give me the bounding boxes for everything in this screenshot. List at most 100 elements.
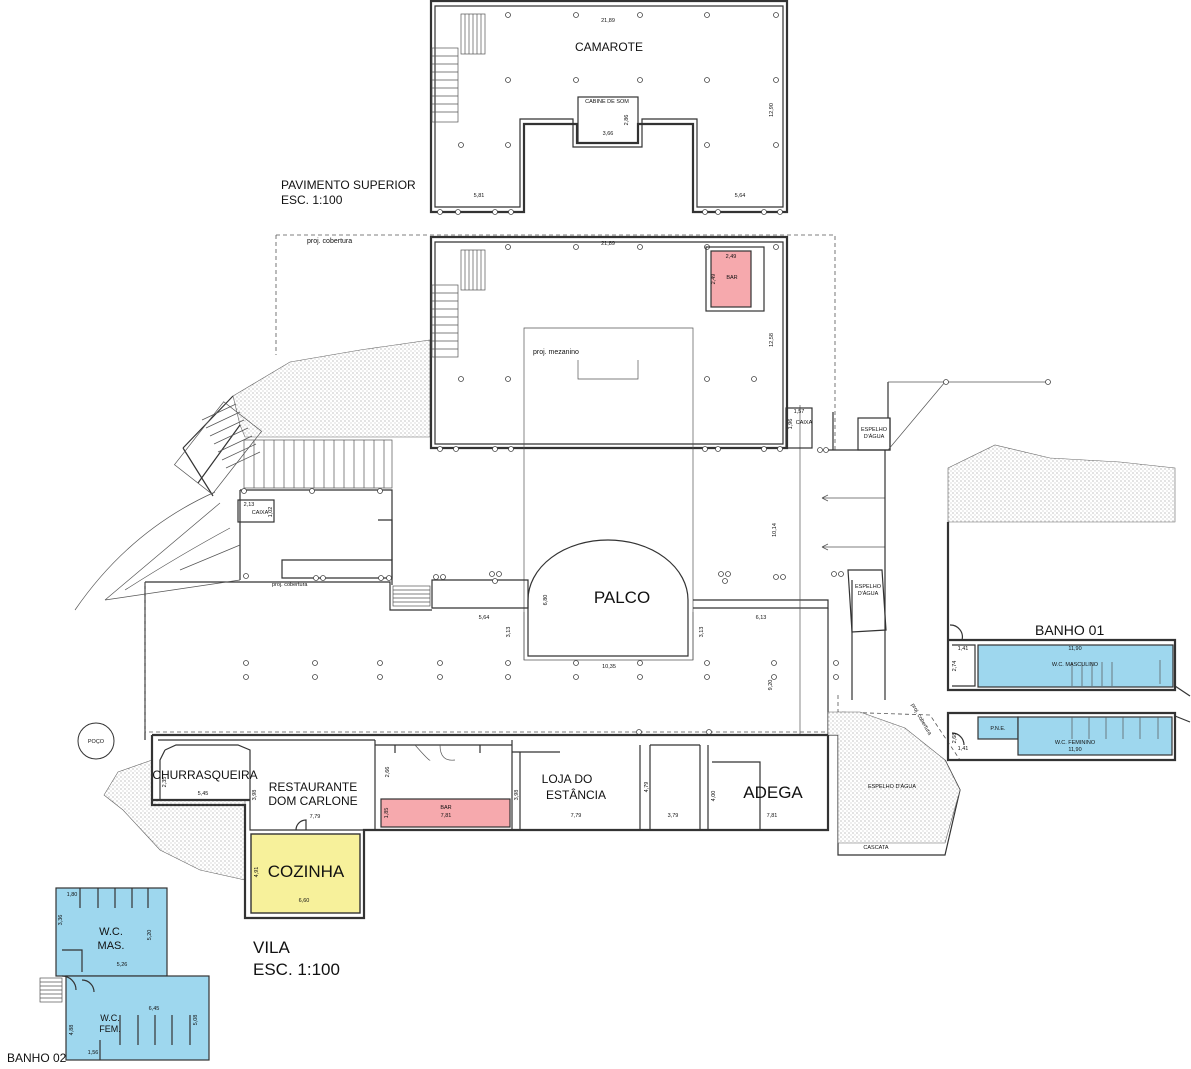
espelho1b-label: D'ÁGUA xyxy=(864,433,885,440)
dim-storage-h: 4,79 xyxy=(644,782,650,793)
cascata-label: CASCATA xyxy=(863,845,888,851)
espelho2b-label: D'ÁGUA xyxy=(858,590,879,597)
camarote-label: CAMAROTE xyxy=(575,40,643,54)
mezzanine-projection xyxy=(523,327,694,661)
terrain xyxy=(103,339,1176,881)
sound-booth xyxy=(577,96,639,144)
proj-cobertura-diag: proj. cobertura xyxy=(909,703,932,738)
entrance-stairs xyxy=(74,395,393,611)
dim-caixa-right-w: 1,57 xyxy=(794,409,805,415)
cozinha-label: COZINHA xyxy=(268,862,345,881)
restaurante-label-1: RESTAURANTE xyxy=(269,780,357,794)
dim-rest-w: 7,79 xyxy=(310,814,321,820)
dim-palco-right: 3,13 xyxy=(699,627,705,638)
dim-cabine-width: 3,66 xyxy=(603,131,614,137)
palco-label: PALCO xyxy=(594,588,650,607)
hall-columns xyxy=(241,488,844,735)
restaurante-label-2: DOM CARLONE xyxy=(268,794,357,808)
dim-fem-b: 5,08 xyxy=(193,1015,199,1026)
cabine-label: CABINE DE SOM xyxy=(585,99,629,105)
bathroom-01 xyxy=(946,522,1191,762)
dim-fem-c: 4,88 xyxy=(69,1025,75,1036)
loja-label-2: ESTÂNCIA xyxy=(546,787,606,802)
dim-caixa-right-h: 1,96 xyxy=(788,419,794,430)
dim-kitchen-w: 6,60 xyxy=(299,898,310,904)
wc-fem-label-2: FEM. xyxy=(99,1024,121,1034)
dim-upper-left: 5,81 xyxy=(474,193,485,199)
dim-mas-c: 5,20 xyxy=(147,930,153,941)
dim-bar-counter-h: 2,66 xyxy=(385,767,391,778)
ground-bar xyxy=(380,798,511,828)
dim-mezzanine-width: 21,89 xyxy=(601,241,615,247)
proj-cobertura-small: proj. cobertura xyxy=(272,582,308,588)
cashier-right xyxy=(785,407,813,449)
bar-bottom-label: BAR xyxy=(440,805,451,811)
dim-hall-depth: 10,14 xyxy=(772,523,778,537)
wc-mas-label-1: W.C. xyxy=(99,926,123,938)
bar-top-label: BAR xyxy=(726,275,737,281)
proj-cobertura-label: proj. cobertura xyxy=(307,238,352,245)
dim-mezzanine-depth: 12,58 xyxy=(769,333,775,347)
loja-label-1: LOJA DO xyxy=(542,772,593,786)
vila-title: VILA xyxy=(253,938,291,957)
dim-rest-h: 3,98 xyxy=(252,790,258,801)
dim-churras-w: 5,45 xyxy=(198,791,209,797)
dim-loja-w: 7,79 xyxy=(571,813,582,819)
churrasqueira-label: CHURRASQUEIRA xyxy=(152,768,257,782)
dim-wcf-door: 1,41 xyxy=(958,746,969,752)
wc-masculino xyxy=(977,644,1174,688)
pne-label: P.N.E. xyxy=(990,726,1006,732)
upper-floor-scale: ESC. 1:100 xyxy=(281,193,343,207)
dim-fem-a: 6,45 xyxy=(149,1006,160,1012)
upper-columns xyxy=(437,12,783,215)
espelho1-label: ESPELHO xyxy=(861,427,888,433)
banho01-title: BANHO 01 xyxy=(1035,622,1104,638)
mezzanine-bar xyxy=(710,250,752,308)
dim-adega-w: 7,81 xyxy=(767,813,778,819)
dim-mas-a: 1,80 xyxy=(67,892,78,898)
upper-floor-title: PAVIMENTO SUPERIOR xyxy=(281,178,416,192)
dim-wcm-door: 1,41 xyxy=(958,646,969,652)
dim-storage-w: 3,79 xyxy=(668,813,679,819)
water-mirror-3 xyxy=(827,711,961,844)
dim-wcm-h: 2,74 xyxy=(952,661,958,672)
wc-mas-label-2: MAS. xyxy=(98,940,125,952)
dim-adega-h: 4,00 xyxy=(711,791,717,802)
dim-bar-w: 7,81 xyxy=(441,813,452,819)
dim-caixa-left-w: 2,13 xyxy=(244,502,255,508)
dim-palco-width: 10,35 xyxy=(602,664,616,670)
adega-label: ADEGA xyxy=(743,783,803,802)
dim-bar-h: 1,85 xyxy=(384,808,390,819)
water-mirror-2 xyxy=(847,569,887,633)
cashier-left xyxy=(237,499,275,523)
upper-stairs xyxy=(431,13,486,123)
dim-mas-b: 3,36 xyxy=(58,915,64,926)
wc-feminino-label: W.C. FEMININO xyxy=(1055,740,1096,746)
dim-loja-h: 3,98 xyxy=(514,790,520,801)
roof-projection xyxy=(275,234,836,450)
dim-left-section: 5,64 xyxy=(479,615,490,621)
dim-upper-right: 5,64 xyxy=(735,193,746,199)
dim-caixa-left-h: 1,02 xyxy=(268,507,274,518)
dim-palco-left: 3,13 xyxy=(506,627,512,638)
dim-upper-width: 21,89 xyxy=(601,18,615,24)
espelho3-label: ESPELHO D'ÁGUA xyxy=(868,783,916,790)
dim-hall-right: 9,20 xyxy=(768,680,774,691)
dim-upper-depth: 12,90 xyxy=(769,103,775,117)
wc-masculino-label: W.C. MASCULINO xyxy=(1052,662,1099,668)
dim-right-section: 6,13 xyxy=(756,615,767,621)
espelho2-label: ESPELHO xyxy=(855,584,882,590)
dim-churras-h: 2,35 xyxy=(162,777,168,788)
kitchen xyxy=(250,833,361,914)
dim-palco-depth: 6,80 xyxy=(543,595,549,606)
upper-floor-plan: CAMAROTE CABINE DE SOM 21,89 12,90 3,66 … xyxy=(429,0,789,215)
wc-fem-label-1: W.C. xyxy=(100,1013,120,1023)
dim-mas-d: 5,26 xyxy=(117,962,128,968)
bottom-rooms xyxy=(150,733,830,920)
banho02-title: BANHO 02 xyxy=(7,1051,67,1065)
bathroom-02 xyxy=(39,887,210,1061)
dim-bar-top-h: 2,49 xyxy=(711,274,717,285)
dim-wcf-w: 11,90 xyxy=(1068,747,1081,753)
stage xyxy=(523,539,694,660)
